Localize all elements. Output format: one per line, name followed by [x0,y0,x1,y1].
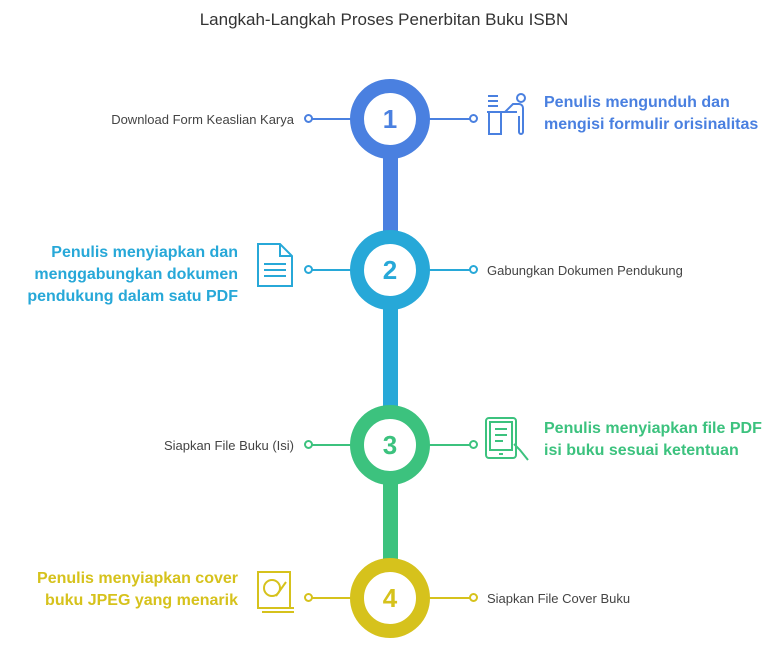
step-number: 3 [350,405,430,485]
diagram-title: Langkah-Langkah Proses Penerbitan Buku I… [199,10,569,29]
connector-line [428,597,470,599]
connector-line [312,444,352,446]
step-number: 4 [350,558,430,638]
node-dot [304,265,313,274]
step-label: Siapkan File Buku (Isi) [163,438,294,453]
node-dot [469,114,478,123]
step-number: 2 [350,230,430,310]
step-label: Gabungkan Dokumen Pendukung [487,263,683,278]
node-dot [304,114,313,123]
connector-line [428,118,470,120]
connector-1-2 [383,150,398,240]
step-number: 1 [350,79,430,159]
connector-line [428,269,470,271]
connector-2-3 [383,300,398,415]
node-dot [304,593,313,602]
connector-line [312,597,352,599]
step-description: Penulis mengunduh dan mengisi formulir o… [544,94,759,133]
document-icon [257,243,293,287]
step-label: Download Form Keaslian Karya [111,112,294,127]
node-dot [304,440,313,449]
connector-line [428,444,470,446]
step-description: Penulis menyiapkan dan menggabungkan dok… [27,244,238,305]
node-dot [469,265,478,274]
book-palette-icon [257,571,294,613]
step-description: Penulis menyiapkan cover buku JPEG yang … [37,570,238,609]
tablet-hand-icon [485,417,529,461]
node-dot [469,593,478,602]
connector-3-4 [383,475,398,570]
desk-person-icon [487,93,526,135]
step-description: Penulis menyiapkan file PDF isi buku ses… [544,420,762,459]
connector-line [312,118,352,120]
node-dot [469,440,478,449]
connector-line [312,269,352,271]
step-label: Siapkan File Cover Buku [487,591,631,606]
